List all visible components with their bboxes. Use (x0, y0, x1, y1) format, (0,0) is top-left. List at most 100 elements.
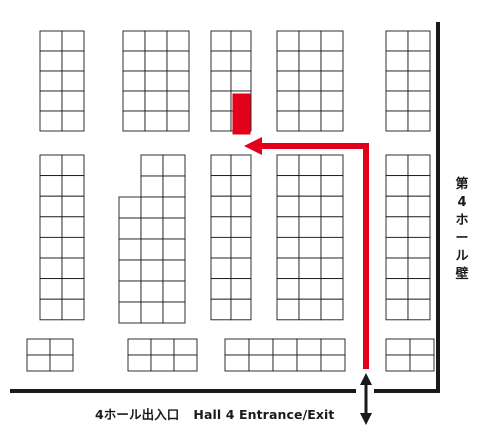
booth-cell[interactable] (140, 238, 164, 261)
booth-cell[interactable] (162, 301, 186, 324)
booth-cell[interactable] (276, 216, 300, 238)
booth-cell[interactable] (61, 110, 85, 132)
booth-cell[interactable] (320, 70, 344, 92)
booth-cell[interactable] (276, 50, 300, 72)
booth-cell[interactable] (298, 154, 322, 177)
booth-cell[interactable] (407, 195, 431, 218)
booth-cell[interactable] (140, 175, 164, 198)
booth-cell[interactable] (61, 298, 85, 321)
booth-cell[interactable] (230, 298, 252, 321)
booth-cell[interactable] (61, 278, 85, 300)
booth-cell[interactable] (210, 154, 232, 177)
booth-cell[interactable] (248, 338, 274, 356)
booth-cell[interactable] (230, 216, 252, 238)
booth-cell[interactable] (230, 175, 252, 197)
booth-cell[interactable] (276, 278, 300, 300)
booth-cell[interactable] (61, 50, 85, 72)
booth-cell[interactable] (230, 70, 252, 92)
booth-cell[interactable] (298, 70, 322, 92)
booth-cell[interactable] (230, 257, 252, 280)
booth-cell[interactable] (320, 154, 344, 177)
booth-cell[interactable] (385, 236, 409, 259)
booth-cell[interactable] (320, 195, 344, 218)
booth-cell[interactable] (61, 90, 85, 112)
booth-cell[interactable] (61, 216, 85, 238)
booth-cell[interactable] (140, 154, 164, 177)
booth-cell[interactable] (407, 70, 431, 92)
booth-cell[interactable] (162, 217, 186, 240)
booth-cell[interactable] (276, 30, 300, 52)
booth-cell[interactable] (320, 236, 344, 259)
booth-cell[interactable] (320, 298, 344, 321)
booth-cell[interactable] (385, 175, 409, 197)
booth-cell[interactable] (320, 30, 344, 52)
booth-cell[interactable] (298, 216, 322, 238)
booth-cell[interactable] (230, 50, 252, 72)
booth-cell[interactable] (118, 238, 142, 261)
booth-cell[interactable] (298, 236, 322, 259)
booth-cell[interactable] (272, 354, 298, 372)
booth-cell[interactable] (39, 70, 63, 92)
booth-cell[interactable] (118, 217, 142, 240)
highlighted-booth[interactable] (232, 93, 251, 135)
booth-cell[interactable] (122, 50, 146, 72)
booth-cell[interactable] (298, 278, 322, 300)
booth-cell[interactable] (276, 90, 300, 112)
booth-cell[interactable] (298, 195, 322, 218)
booth-cell[interactable] (407, 90, 431, 112)
booth-cell[interactable] (118, 301, 142, 324)
booth-cell[interactable] (162, 259, 186, 282)
booth-cell[interactable] (320, 90, 344, 112)
booth-cell[interactable] (276, 195, 300, 218)
booth-cell[interactable] (210, 50, 232, 72)
booth-cell[interactable] (276, 257, 300, 280)
booth-cell[interactable] (320, 278, 344, 300)
booth-cell[interactable] (210, 216, 232, 238)
booth-cell[interactable] (166, 50, 190, 72)
booth-cell[interactable] (407, 175, 431, 197)
booth-cell[interactable] (162, 196, 186, 219)
booth-cell[interactable] (140, 196, 164, 219)
booth-cell[interactable] (210, 278, 232, 300)
booth-cell[interactable] (385, 216, 409, 238)
booth-cell[interactable] (61, 30, 85, 52)
booth-cell[interactable] (166, 110, 190, 132)
booth-cell[interactable] (61, 175, 85, 197)
booth-cell[interactable] (296, 338, 322, 356)
booth-cell[interactable] (166, 70, 190, 92)
booth-cell[interactable] (407, 110, 431, 132)
booth-cell[interactable] (210, 298, 232, 321)
booth-cell[interactable] (144, 50, 168, 72)
booth-cell[interactable] (320, 216, 344, 238)
booth-cell[interactable] (39, 195, 63, 218)
booth-cell[interactable] (210, 257, 232, 280)
booth-cell[interactable] (385, 195, 409, 218)
booth-cell[interactable] (39, 216, 63, 238)
booth-cell[interactable] (173, 354, 198, 372)
booth-cell[interactable] (49, 338, 74, 356)
booth-cell[interactable] (210, 236, 232, 259)
booth-cell[interactable] (118, 259, 142, 282)
booth-cell[interactable] (298, 257, 322, 280)
booth-cell[interactable] (409, 354, 435, 372)
booth-cell[interactable] (39, 110, 63, 132)
booth-cell[interactable] (127, 338, 152, 356)
booth-cell[interactable] (298, 298, 322, 321)
booth-cell[interactable] (144, 110, 168, 132)
booth-cell[interactable] (210, 110, 232, 132)
booth-cell[interactable] (118, 280, 142, 303)
booth-cell[interactable] (61, 195, 85, 218)
booth-cell[interactable] (407, 298, 431, 321)
booth-cell[interactable] (26, 338, 51, 356)
booth-cell[interactable] (210, 30, 232, 52)
booth-cell[interactable] (320, 338, 346, 356)
booth-cell[interactable] (407, 154, 431, 177)
booth-cell[interactable] (385, 70, 409, 92)
booth-cell[interactable] (122, 30, 146, 52)
booth-cell[interactable] (385, 257, 409, 280)
booth-cell[interactable] (407, 30, 431, 52)
booth-cell[interactable] (118, 196, 142, 219)
booth-cell[interactable] (122, 90, 146, 112)
booth-cell[interactable] (39, 154, 63, 177)
booth-cell[interactable] (276, 175, 300, 197)
